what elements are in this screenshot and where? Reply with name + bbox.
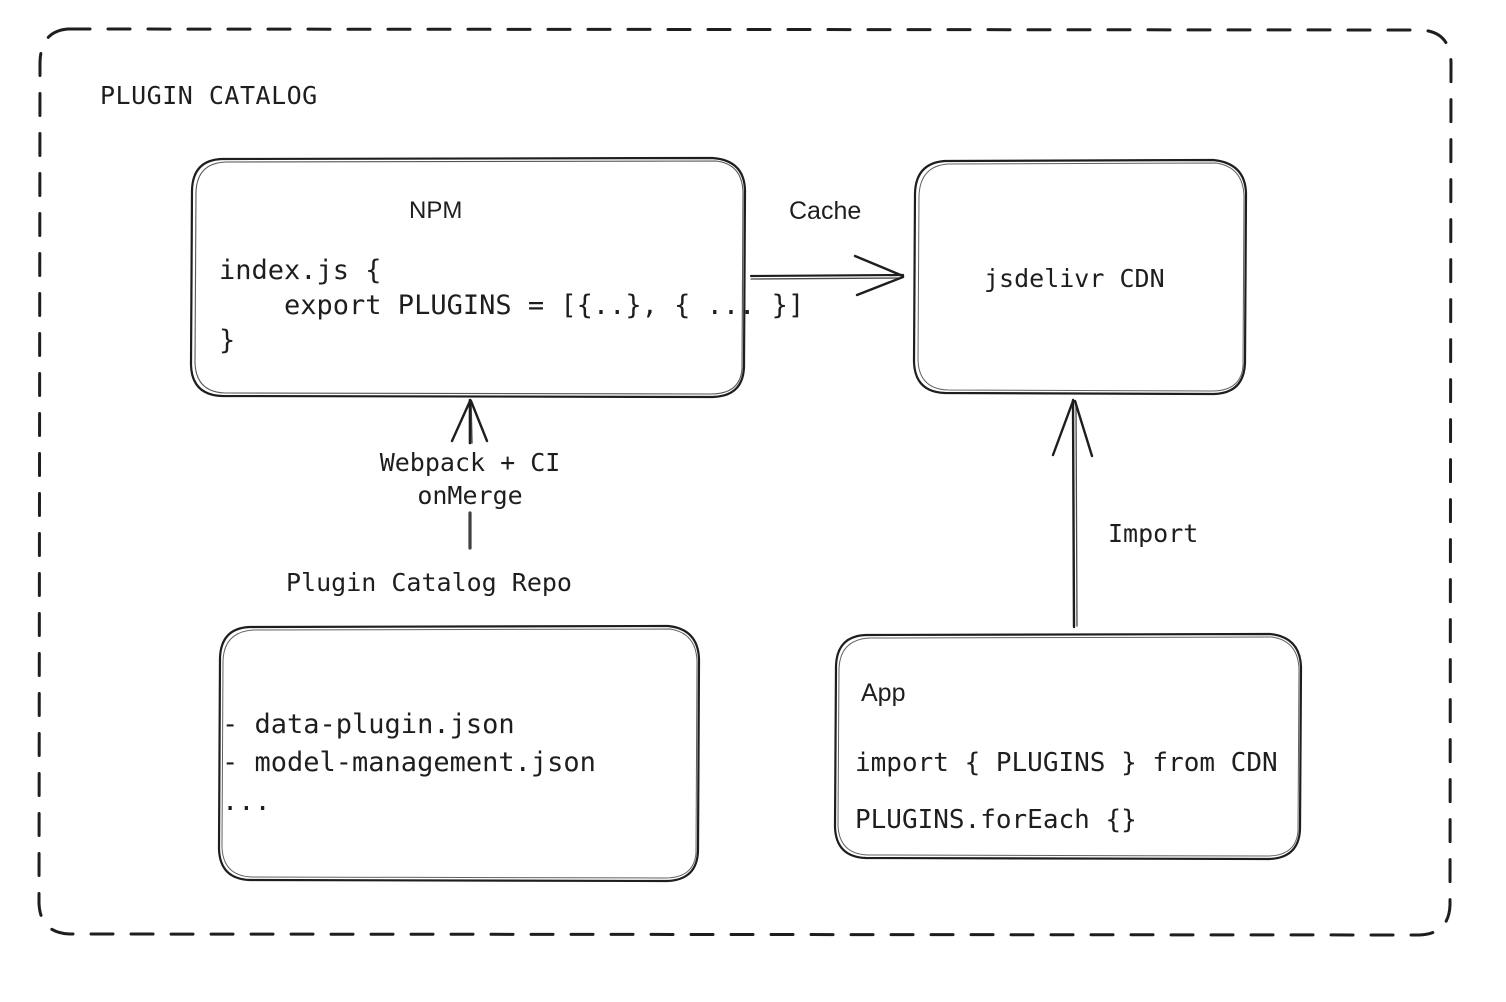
repo-file-list: - data-plugin.json - model-management.js… (222, 709, 596, 817)
app-node-title: App (861, 679, 906, 707)
page-title: PLUGIN CATALOG (100, 81, 318, 110)
app-code-block: import { PLUGINS } from CDN PLUGINS.forEa… (855, 735, 1278, 849)
app-import-line: import { PLUGINS } from CDN (855, 748, 1278, 778)
import-edge-label: Import (1108, 519, 1199, 548)
npm-node-title: NPM (409, 197, 463, 224)
cache-edge-label: Cache (789, 197, 862, 225)
npm-code-block: index.js { export PLUGINS = [{..}, { ...… (219, 255, 805, 357)
repo-node-caption: Plugin Catalog Repo (286, 568, 572, 597)
app-foreach-line: PLUGINS.forEach {} (855, 805, 1137, 836)
import-arrow (1051, 398, 1094, 629)
build-edge-label: Webpack + CI onMerge (379, 448, 561, 510)
cdn-node-label: jsdelivr CDN (984, 264, 1165, 293)
